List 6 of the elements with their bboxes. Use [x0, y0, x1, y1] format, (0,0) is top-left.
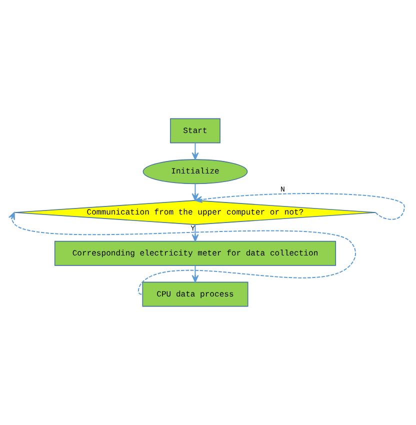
arrow	[8, 212, 356, 295]
arrow	[192, 266, 199, 283]
arrow	[192, 184, 199, 201]
arrow	[194, 193, 405, 220]
arrow	[192, 142, 199, 160]
arrow	[192, 224, 199, 242]
